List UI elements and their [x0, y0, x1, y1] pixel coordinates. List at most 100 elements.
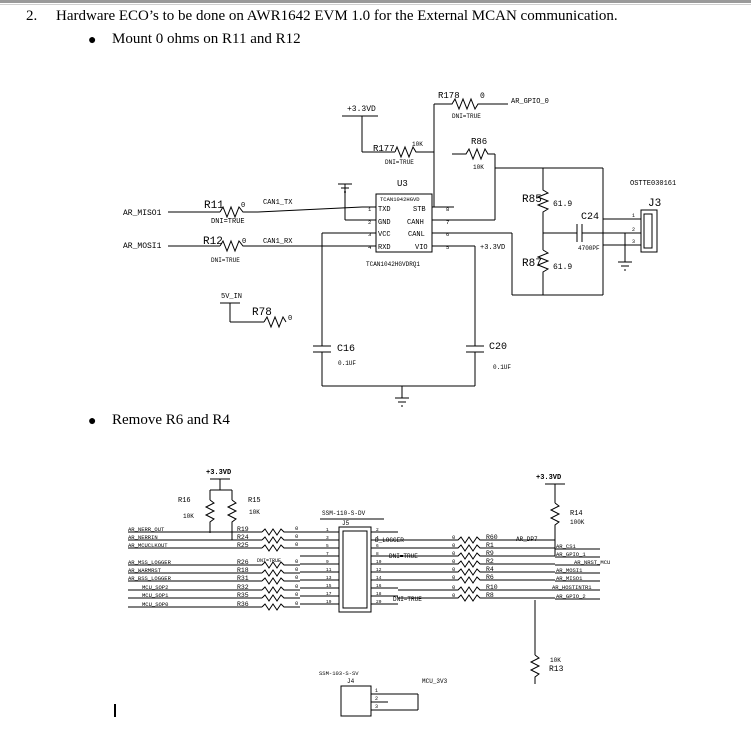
left-resistor-ref: R26	[237, 559, 249, 566]
j4-ref: J4	[347, 678, 355, 685]
j3-inner	[643, 213, 653, 249]
ar-gpio0-label: AR_GPIO_0	[511, 98, 549, 106]
right-signal-label: AR_GPIO_1	[556, 551, 586, 558]
u3-pin3-num: 3	[368, 231, 371, 238]
left-signal-label: AR_MSS_LOGGER	[128, 559, 172, 566]
u3-pin1-name: TXD	[378, 206, 391, 214]
r13-ref: R13	[549, 665, 564, 674]
right-signal-label: AR_MOSI1	[556, 567, 583, 574]
right-resistor-ref: R8	[486, 592, 494, 599]
r178-ref: R178	[438, 91, 460, 101]
left-signal-label: MCU_SOP1	[142, 592, 169, 599]
left-resistor-value: 0	[295, 525, 298, 532]
left-resistor-ref: R32	[237, 584, 249, 591]
u3-pin4-num: 4	[368, 244, 372, 251]
left-resistor-ref: R24	[237, 534, 249, 541]
j5-even-pin-num: 8	[376, 551, 379, 557]
right-resistor	[398, 586, 555, 594]
left-resistor	[261, 544, 300, 552]
u3-part: TCAN1042HGVD	[380, 196, 420, 203]
right-signal-label: AR_HOSTINTR1	[552, 584, 592, 591]
u3-pin5-num: 5	[446, 244, 449, 251]
page-heading[interactable]: Hardware ECO’s to be done on AWR1642 EVM…	[56, 8, 618, 24]
r178-value: 0	[480, 92, 485, 101]
right-resistor-ref: R9	[486, 550, 494, 557]
can1-rx-label: CAN1_RX	[263, 238, 293, 246]
can1-tx-label: CAN1_TX	[263, 199, 293, 207]
r12-value: 0	[242, 238, 246, 246]
r177-ref: R177	[373, 144, 395, 154]
right-resistor	[398, 552, 555, 560]
left-resistor	[261, 577, 300, 585]
j4-pin1-num: 1	[375, 688, 378, 694]
item-number: 2.	[26, 8, 38, 24]
right-resistor	[398, 568, 555, 576]
j5-odd-pin-num: 17	[326, 591, 332, 597]
r16-value: 10K	[183, 513, 194, 520]
j5-even-pin-num: 10	[376, 559, 382, 565]
left-signal-label: AR_NERR_OUT	[128, 526, 165, 533]
j5-inner	[342, 530, 368, 609]
left-resistor-value: 0	[295, 566, 298, 573]
right-signal-label: AR_MISO1	[556, 575, 583, 582]
j5-even-pin-num: 18	[376, 591, 382, 597]
u3-pin7-name: CANH	[407, 219, 424, 227]
j4-body	[340, 685, 372, 717]
u3-pin6-num: 6	[446, 231, 449, 238]
right-resistor-ref: R6	[486, 574, 494, 581]
j3-body	[640, 209, 658, 253]
left-resistor-ref: R25	[237, 542, 249, 549]
r11-value: 0	[241, 202, 245, 210]
r178-resistor	[434, 97, 500, 111]
r87-value: 61.9	[553, 263, 572, 272]
text-cursor	[114, 704, 116, 717]
bullet-text-mount[interactable]: Mount 0 ohms on R11 and R12	[112, 31, 301, 47]
right-resistor-ref: R2	[486, 558, 494, 565]
c20-ref: C20	[489, 342, 507, 353]
right-resistor	[398, 560, 555, 568]
u3-pin2-name: GND	[378, 219, 391, 227]
right-resistor-ref: R4	[486, 566, 494, 573]
j4-pin2-num: 2	[375, 696, 378, 702]
ar-mosi1-label: AR_MOSI1	[123, 242, 162, 251]
left-resistor	[261, 594, 300, 602]
j5-even-pin-num: 16	[376, 583, 382, 589]
right-resistor-ref: R60	[486, 534, 498, 541]
j4-pin3-num: 3	[375, 704, 378, 710]
mcu-3v3-label: MCU_3V3	[422, 678, 448, 685]
r14-resistor	[549, 502, 561, 548]
right-resistor-value: 0	[452, 566, 455, 573]
vdd-right-label: +3.3VD	[536, 474, 561, 482]
j5-even-pin-num: 6	[376, 543, 379, 549]
j5-even-pin-num: 2	[376, 527, 379, 533]
left-resistor-ref: R18	[237, 567, 249, 574]
r177-value: 10K	[412, 141, 423, 148]
j3-ref: J3	[648, 198, 661, 210]
right-resistor-ref: R10	[486, 584, 498, 591]
u3-pin4-name: RXD	[378, 244, 391, 252]
j3-pin1-num: 1	[632, 213, 635, 219]
r14-ref: R14	[570, 510, 583, 518]
u3-order-code: TCAN1042HGVDRQ1	[366, 261, 420, 268]
u3-ref: U3	[397, 179, 408, 189]
u3-pin5-name: VIO	[415, 244, 428, 252]
right-resistor	[398, 594, 555, 602]
vio-supply-label: +3.3VD	[480, 244, 505, 252]
left-resistor	[261, 586, 300, 594]
r12-dni: DNI=TRUE	[211, 257, 240, 264]
j5-odd-pin-num: 5	[326, 543, 329, 549]
bullet-text-remove[interactable]: Remove R6 and R4	[112, 412, 230, 428]
right-resistor-value: 0	[452, 550, 455, 557]
r78-ref: R78	[252, 307, 272, 319]
right-resistor-value: 0	[452, 558, 455, 565]
u3-pin3-name: VCC	[378, 231, 391, 239]
r13-value: 10K	[550, 657, 561, 664]
left-dni-label: DNI=TRUE	[257, 558, 281, 564]
u3-pin1-num: 1	[368, 206, 372, 213]
c16-ref: C16	[337, 344, 355, 355]
left-resistor-ref: R35	[237, 592, 249, 599]
left-resistor-value: 0	[295, 541, 298, 548]
